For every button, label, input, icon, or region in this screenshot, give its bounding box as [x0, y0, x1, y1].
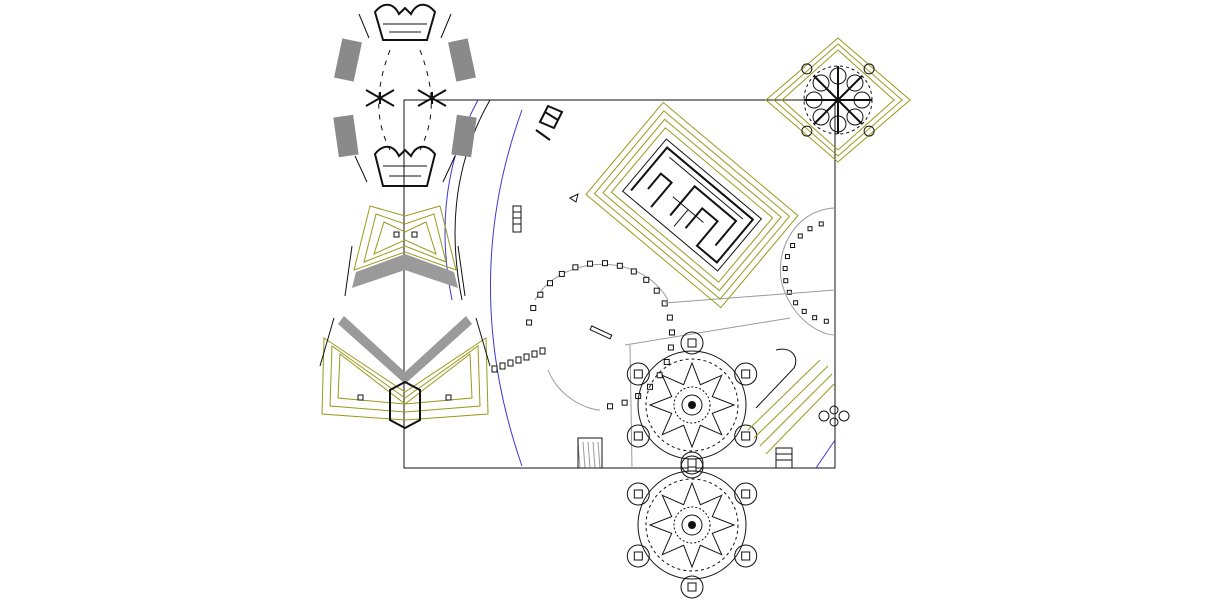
walkway-steps — [491, 347, 546, 373]
outer-arc — [454, 99, 491, 301]
diamond-garden — [765, 37, 911, 163]
straight-paths — [624, 289, 836, 469]
central-plaza — [526, 260, 675, 411]
v-garden-lower — [319, 316, 491, 430]
plan-furniture — [512, 104, 603, 469]
site-boundary — [403, 99, 836, 469]
knot-motif — [818, 405, 850, 427]
side-semicircle — [779, 207, 836, 336]
chevron-garden-upper — [344, 205, 466, 297]
ornamental-garden-top — [333, 3, 477, 187]
diagonal-planting-strip — [747, 348, 835, 469]
curved-pathways — [444, 99, 836, 469]
star-fountain-upper — [626, 331, 758, 479]
maze-garden — [585, 101, 799, 309]
star-fountain-lower — [626, 451, 758, 599]
